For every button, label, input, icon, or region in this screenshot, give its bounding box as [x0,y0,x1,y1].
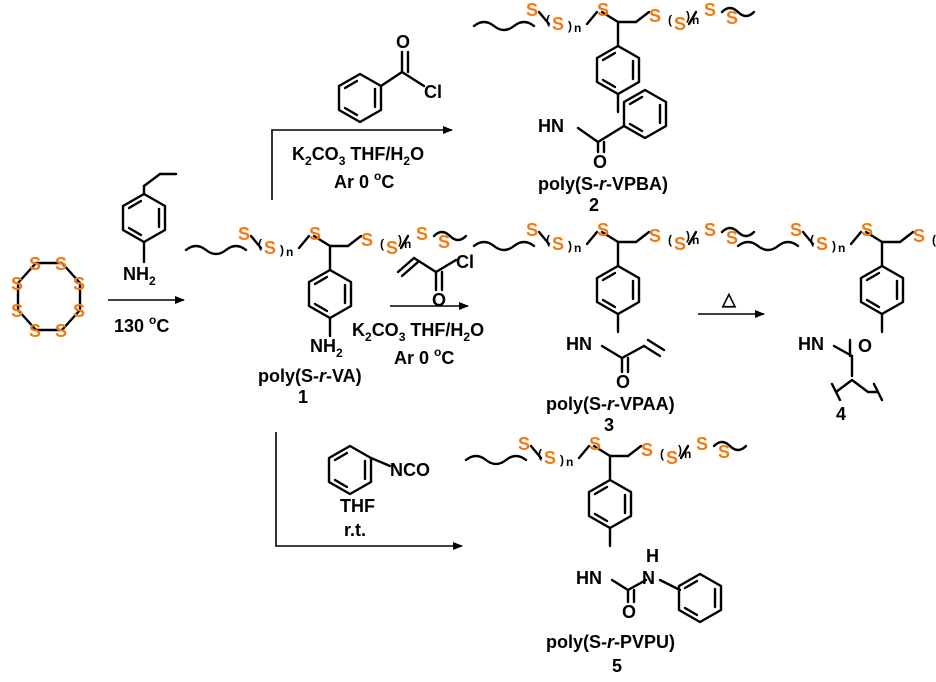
heat-symbol: △ [721,289,737,309]
compound-1-name: poly(S-r-VA) [258,366,362,386]
phenyl-isocyanate-reagent: NCO [327,444,430,496]
sulfur-atom-label: S [55,254,67,274]
atmosphere-temperature-condition: Ar 0 oC [334,169,394,192]
amide-nh-label: HN [798,334,824,354]
sulfur-atom-label: S [29,254,41,274]
compound-5-name: poly(S-r-PVPU) [546,632,675,652]
compound-4-structure: HN O [738,220,936,402]
vinylaniline-reagent: NH2 [121,172,178,288]
s8-ring: S S S S S S S S [11,254,85,341]
amide-nh-label: HN [538,116,564,136]
sulfur-atom-label: S [73,301,85,321]
compound-5-structure: HN O H N [466,434,746,624]
chlorine-label: Cl [424,82,442,102]
amine-label: NH2 [123,264,156,288]
atmosphere-temperature-condition: Ar 0 oC [394,345,454,368]
urea-oxygen-label: O [622,602,636,622]
urea-nh-label: HN [576,568,602,588]
isocyanate-label: NCO [390,460,430,480]
base-solvent-condition: K2CO3 THF/H2O [352,320,484,344]
compound-3-number: 3 [604,415,614,435]
amine-label: NH2 [310,336,343,360]
sulfur-atom-label: S [73,274,85,294]
urea-n-label: N [642,568,655,588]
temperature-condition: r.t. [344,520,366,540]
sulfur-atom-label: S [55,321,67,341]
compound-5-number: 5 [612,656,622,676]
sulfur-atom-label: S [29,321,41,341]
amide-oxygen-label: O [858,336,872,356]
compound-3-structure: HN O [474,220,754,392]
urea-h-label: H [646,546,659,566]
compound-1-structure: NH2 [186,224,466,360]
compound-2-name: poly(S-r-VPBA) [538,174,668,194]
amide-oxygen-label: O [616,372,630,392]
benzoyl-chloride-reagent: O Cl [337,32,442,124]
solvent-condition: THF [340,496,375,516]
step1-temperature: 130 oC [114,313,169,336]
compound-4-number: 4 [836,404,846,424]
base-solvent-condition: K2CO3 THF/H2O [292,144,424,168]
compound-3-name: poly(S-r-VPAA) [546,394,675,414]
compound-1-number: 1 [298,387,308,407]
reaction-arrow-to-5 [275,432,463,550]
chlorine-label: Cl [456,252,474,272]
reaction-arrow-to-2 [271,126,453,200]
oxygen-label: O [396,32,410,52]
sulfur-atom-label: S [11,301,23,321]
oxygen-label: O [432,290,446,310]
amide-oxygen-label: O [593,152,607,172]
acryloyl-chloride-reagent: O Cl [396,252,474,310]
compound-2-structure: HN O [474,0,754,172]
amide-nh-label: HN [566,334,592,354]
compound-2-number: 2 [589,195,599,215]
sulfur-atom-label: S [11,274,23,294]
